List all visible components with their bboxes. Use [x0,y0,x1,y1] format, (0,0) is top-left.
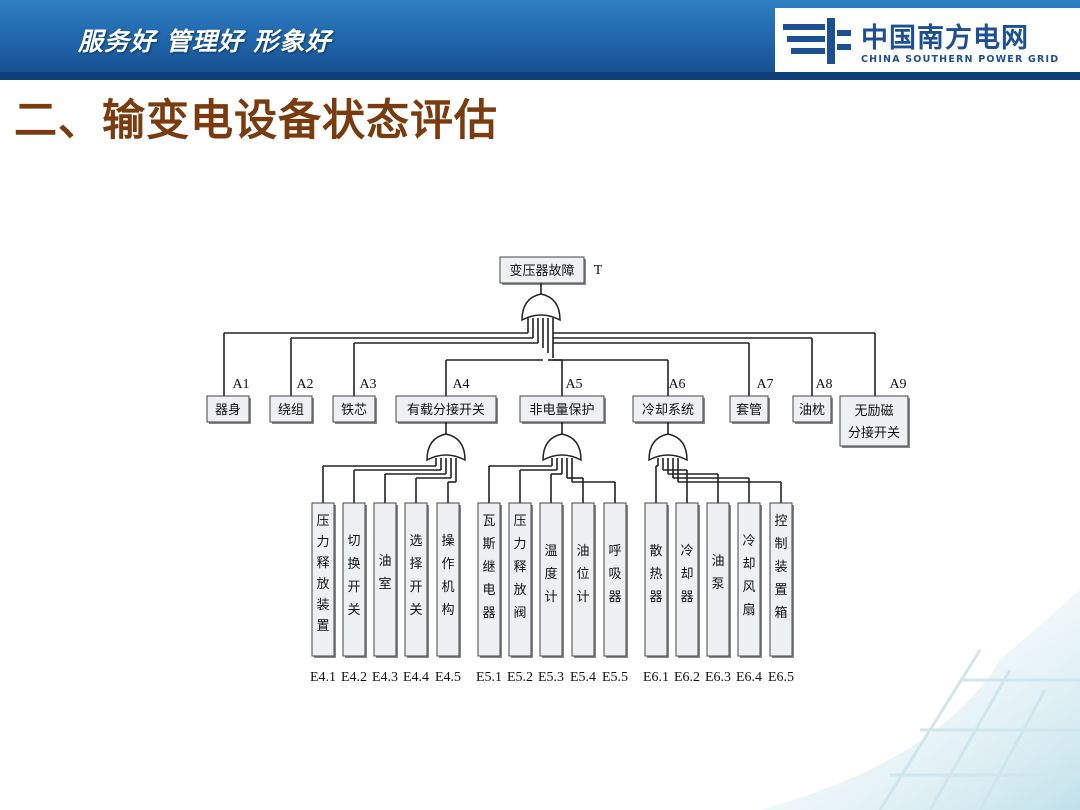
or-gate-A6 [648,433,688,462]
leaf-box-E5.3 [539,502,563,657]
leaf-label-E4.4: 选择开关 [409,534,422,618]
leaf-label-E4.1: 压力释放装置 [316,514,329,634]
node-A7 [729,395,769,423]
leaf-box-E4.4 [404,502,428,657]
leaf-box-E5.2 [508,502,532,657]
leaf-id-E6.5: E6.5 [768,670,794,685]
leaf-box-E6.3 [706,502,730,657]
leaf-box-E4.5 [436,502,460,657]
node-id-A4: A4 [452,377,469,392]
leaf-id-E6.1: E6.1 [643,670,669,685]
leaf-id-E4.5: E4.5 [435,670,461,685]
leaf-id-E6.4: E6.4 [736,670,762,685]
logo-english-name: CHINA SOUTHERN POWER GRID [861,54,1060,65]
or-gate-A4 [426,433,466,462]
leaf-box-E5.4 [571,502,595,657]
leaf-id-E6.2: E6.2 [674,670,700,685]
leaf-box-E4.1 [311,502,335,657]
background-decoration [760,590,1080,810]
leaf-box-E4.3 [373,502,397,657]
leaf-box-E6.5 [769,502,793,657]
or-gate-A5 [542,433,582,462]
leaf-box-E5.1 [477,502,501,657]
leaf-box-E6.1 [644,502,668,657]
node-label-A4: 有载分接开关 [407,402,485,418]
node-label-A9-line2: 分接开关 [848,425,900,441]
leaf-label-E5.1: 瓦斯继电器 [482,514,495,621]
node-id-A6: A6 [668,377,685,392]
leaf-label-E5.5: 呼吸器 [608,544,621,605]
node-label-A6: 冷却系统 [642,403,694,418]
leaf-label-E6.1: 散热器 [649,544,662,605]
node-id-A3: A3 [359,377,376,392]
leaf-label-E6.4: 冷却风扇 [742,534,755,618]
leaf-box-E6.4 [737,502,761,657]
node-id-A2: A2 [296,377,313,392]
node-id-A7: A7 [756,377,773,392]
leaf-label-E6.2: 冷却器 [680,544,693,605]
leaf-label-E6.3: 油泵 [711,554,724,592]
node-A8 [792,395,832,423]
company-logo: 中国南方电网 CHINA SOUTHERN POWER GRID [775,8,1080,72]
leaf-id-E6.3: E6.3 [705,670,731,685]
node-id-A5: A5 [565,377,582,392]
header-slogan: 服务好 管理好 形象好 [78,27,332,56]
node-A2 [269,395,313,423]
top-event-box [499,256,585,284]
node-label-A3: 铁芯 [341,403,367,418]
logo-chinese-name: 中国南方电网 [861,23,1029,54]
leaf-id-E4.2: E4.2 [341,670,367,685]
leaf-box-E6.2 [675,502,699,657]
banner-strip [0,72,1080,80]
leaf-label-E4.5: 操作机构 [441,533,454,618]
leaf-box-E4.2 [342,502,366,657]
leaf-label-E6.5: 控制装置箱 [774,514,787,621]
leaf-label-E5.4: 油位计 [576,544,589,605]
top-event-id: T [594,263,603,278]
node-A3 [332,395,376,423]
top-event-label: 变压器故障 [509,263,574,279]
header-banner: 服务好 管理好 形象好 中国南方电网 CHINA SOUTHERN POWER … [0,0,1080,80]
node-id-A9: A9 [889,377,906,392]
node-label-A7: 套管 [736,402,762,418]
leaf-label-E5.2: 压力释放阀 [513,514,526,621]
node-A9 [839,395,909,447]
leaf-id-E5.2: E5.2 [507,670,533,685]
leaf-id-E5.1: E5.1 [476,670,502,685]
leaf-id-E5.4: E5.4 [570,670,596,685]
node-A1 [206,395,250,423]
node-label-A5: 非电量保护 [529,403,594,418]
node-A5 [519,395,605,423]
leaf-id-E5.3: E5.3 [538,670,564,685]
leaf-id-E4.1: E4.1 [310,670,336,685]
node-label-A9-line1: 无励磁 [854,404,893,419]
node-label-A8: 油枕 [799,403,825,418]
slide-title: 二、输变电设备状态评估 [14,96,498,146]
node-label-A2: 绕组 [278,403,304,418]
node-A6 [632,395,704,423]
node-id-A1: A1 [232,377,249,392]
power-grid-logo-icon [783,18,851,64]
leaf-label-E4.2: 切换开关 [347,534,360,618]
leaf-id-E5.5: E5.5 [602,670,628,685]
leaf-box-E5.5 [603,502,627,657]
leaf-id-E4.4: E4.4 [403,670,429,685]
node-id-A8: A8 [815,377,832,392]
node-A4 [395,395,497,423]
leaf-id-E4.3: E4.3 [372,670,398,685]
top-or-gate [521,293,561,322]
node-label-A1: 器身 [215,402,241,418]
leaf-label-E4.3: 油室 [378,554,391,592]
leaf-label-E5.3: 温度计 [544,544,557,605]
